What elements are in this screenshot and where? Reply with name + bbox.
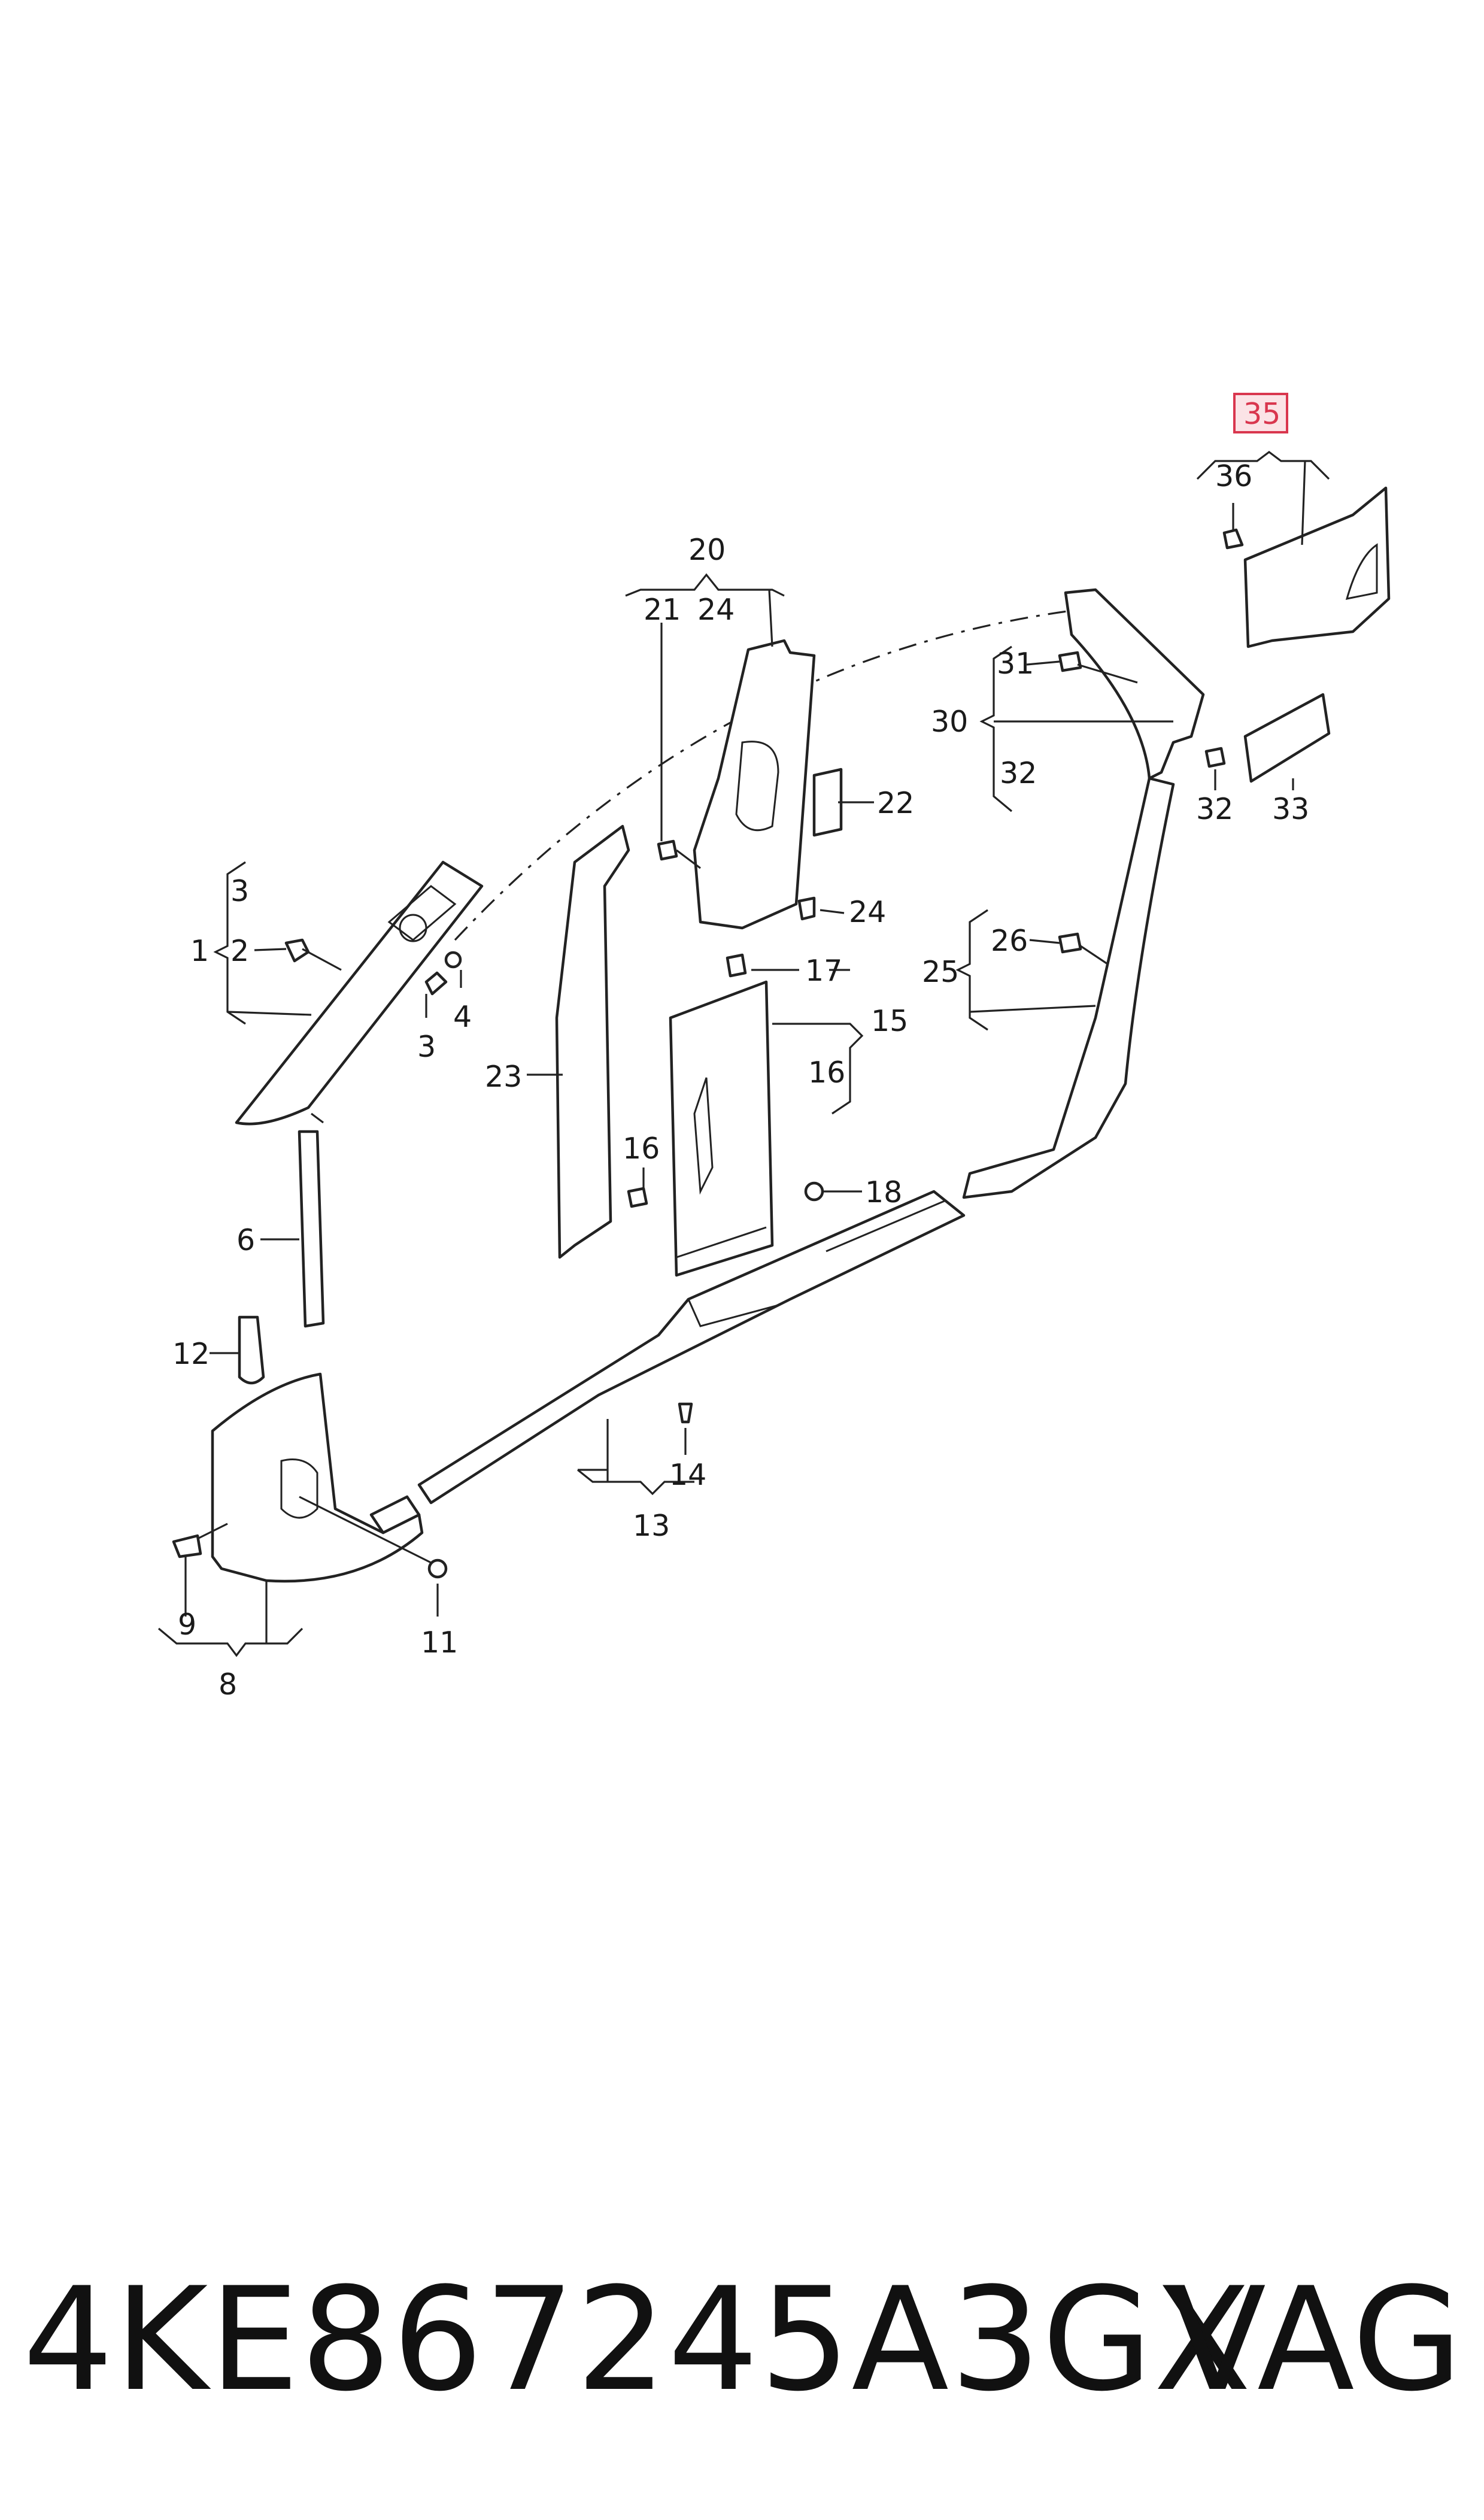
callout-9: 9: [178, 1608, 196, 1642]
b-pillar-lower-trim: [669, 980, 774, 1277]
callout-23: 23: [485, 1060, 522, 1094]
callout-8: 8: [218, 1667, 237, 1702]
c-pillar-lower-trim: [962, 777, 1175, 1199]
callout-3b: 3: [417, 1030, 436, 1064]
bracket-part: [238, 1315, 265, 1385]
highlight-callout-35: 35: [1233, 393, 1288, 433]
callout-14: 14: [669, 1458, 706, 1492]
callout-16b: 16: [808, 1056, 845, 1090]
highlighted-trim-panel: [1243, 486, 1391, 648]
callout-31: 31: [997, 647, 1034, 681]
callout-35: 35: [1243, 397, 1280, 431]
callout-18: 18: [865, 1175, 902, 1209]
cover-cap: [1243, 693, 1331, 783]
callout-1: 1: [190, 934, 209, 968]
footwell-trim: [211, 1372, 424, 1583]
callout-4: 4: [453, 1000, 472, 1034]
clips: [172, 528, 1244, 1579]
a-pillar-trim: [235, 860, 484, 1126]
door-sill-trim: [417, 1190, 966, 1505]
callout-22: 22: [877, 786, 914, 820]
callout-labels: 3 1 2 3 4 6 12 9 8 11 14 13 16 17 15 16 …: [172, 459, 1309, 1702]
callout-13: 13: [633, 1509, 670, 1543]
callout-32a: 32: [1000, 756, 1037, 790]
callout-25: 25: [922, 955, 959, 989]
c-pillar-upper-trim: [1064, 588, 1205, 780]
callout-24b: 24: [849, 895, 886, 929]
callout-6: 6: [236, 1223, 255, 1257]
b-pillar-upper-trim: [693, 639, 843, 930]
leader-lines: [157, 451, 1330, 1657]
callout-3a: 3: [230, 874, 249, 908]
callout-30: 30: [931, 705, 968, 739]
brand-label: VAG: [1169, 2257, 1462, 2423]
callout-24a: 24: [697, 593, 735, 627]
callout-15: 15: [871, 1004, 908, 1038]
callout-32b: 32: [1196, 792, 1233, 826]
callout-33: 33: [1272, 792, 1309, 826]
a-pillar-seal: [298, 1130, 325, 1328]
callout-17: 17: [805, 954, 842, 988]
callout-16a: 16: [623, 1132, 660, 1166]
callout-12: 12: [172, 1337, 210, 1371]
b-pillar-seal: [555, 824, 630, 1259]
callout-2: 2: [230, 934, 249, 968]
part-number: 4KE867245A3GX: [23, 2257, 1253, 2423]
callout-20: 20: [688, 533, 726, 567]
callout-36: 36: [1215, 459, 1252, 493]
callout-26: 26: [991, 924, 1028, 958]
callout-21: 21: [644, 593, 681, 627]
callout-11: 11: [421, 1626, 458, 1660]
